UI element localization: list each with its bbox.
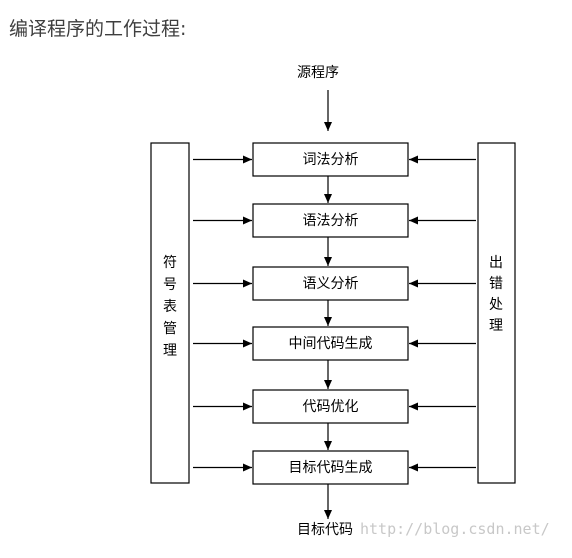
symbol-table-panel: [150, 142, 190, 484]
page-heading: 编译程序的工作过程:: [9, 18, 187, 40]
panel-char: 错: [489, 276, 503, 292]
stage-1: 词法分析: [252, 142, 409, 177]
panel-char: 管: [163, 321, 177, 337]
connector-arrows: [193, 155, 476, 519]
panel-char: 理: [163, 343, 177, 359]
panel-char: 表: [163, 299, 177, 315]
stage-6: 目标代码生成: [252, 450, 409, 485]
stage-box: [252, 450, 409, 485]
panel-char: 处: [489, 297, 503, 313]
panel-char: 号: [163, 277, 177, 293]
stage-label: 代码优化: [303, 399, 359, 415]
stage-label: 语义分析: [303, 276, 359, 292]
stage-label: 词法分析: [303, 152, 359, 168]
stage-3: 语义分析: [252, 266, 409, 301]
watermark: http://blog.csdn.net/: [360, 520, 550, 538]
stage-box: [252, 203, 409, 238]
panel-char: 理: [489, 318, 503, 334]
stage-label: 目标代码生成: [289, 460, 373, 476]
stage-5: 代码优化: [252, 389, 409, 424]
stage-2: 语法分析: [252, 203, 409, 238]
panel-char: 出: [489, 255, 503, 271]
error-handling-panel: [477, 142, 516, 484]
target-code-label: 目标代码: [297, 522, 353, 538]
stage-box: [252, 142, 409, 177]
panel-char: 符: [163, 255, 177, 271]
stage-box: [252, 389, 409, 424]
stage-4: 中间代码生成: [252, 326, 409, 361]
stage-label: 中间代码生成: [289, 336, 373, 352]
stage-box: [252, 326, 409, 361]
stage-label: 语法分析: [303, 213, 359, 229]
stage-box: [252, 266, 409, 301]
source-program-label: 源程序: [297, 65, 339, 81]
